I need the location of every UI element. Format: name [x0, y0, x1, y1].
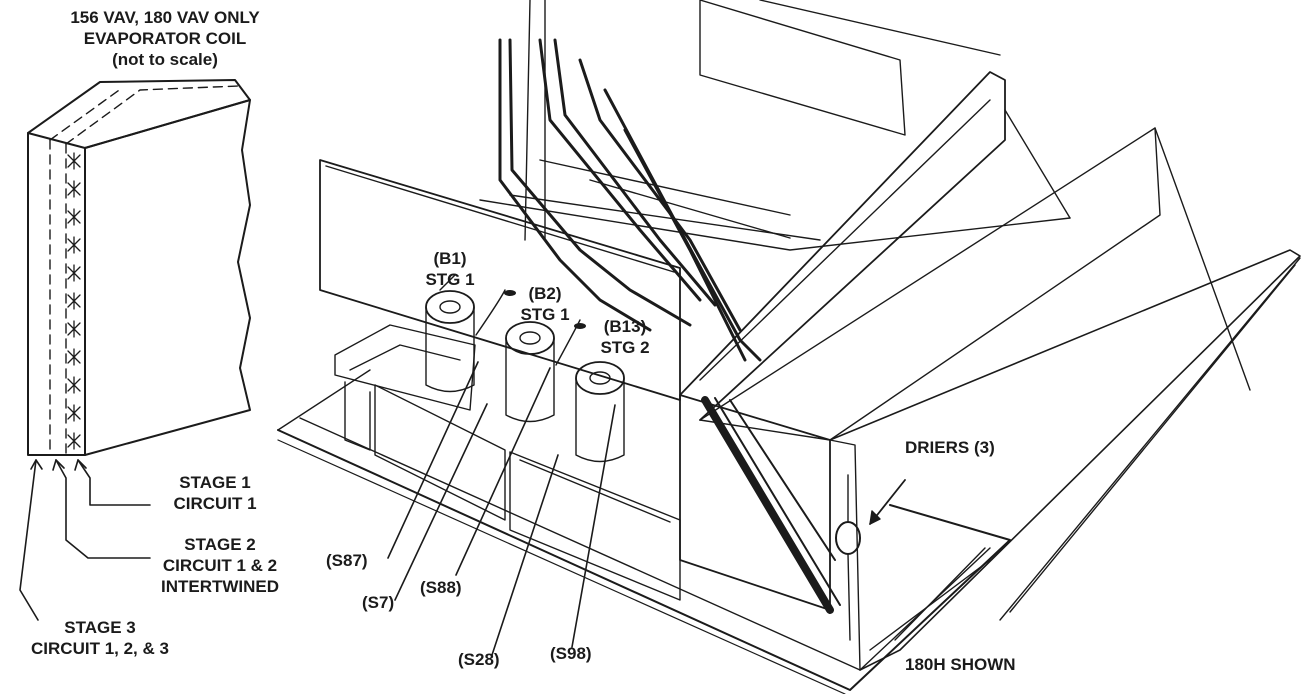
switch-s87-label: (S87) — [326, 551, 368, 570]
compressor-b13-stage: STG 2 — [600, 338, 650, 357]
stage2-note: INTERTWINED — [160, 577, 280, 596]
compressor-b2-stage: STG 1 — [520, 305, 570, 324]
coil-title: 156 VAV, 180 VAV ONLY EVAPORATOR COIL (n… — [0, 7, 330, 70]
refrigerant-piping — [498, 38, 762, 362]
compressor-b2 — [505, 319, 581, 423]
evaporator-coil — [19, 79, 251, 621]
stage3-label: STAGE 3 CIRCUIT 1, 2, & 3 — [0, 617, 200, 659]
compressor-b1-id: (B1) — [433, 249, 467, 268]
stage3-title: STAGE 3 — [64, 618, 136, 637]
stage2-circuit: CIRCUIT 1 & 2 — [162, 556, 278, 575]
compressor-b13-label: (B13) STG 2 — [580, 316, 670, 358]
switch-s28-label: (S28) — [458, 650, 500, 669]
compressor-b2-id: (B2) — [528, 284, 562, 303]
switch-s98-label: (S98) — [550, 644, 592, 663]
stage1-title: STAGE 1 — [179, 473, 251, 492]
compressor-b1-stage: STG 1 — [425, 270, 475, 289]
stage2-label: STAGE 2 CIRCUIT 1 & 2 INTERTWINED — [145, 534, 295, 597]
coil-title-line3: (not to scale) — [112, 50, 218, 69]
coil-title-line2: EVAPORATOR COIL — [83, 29, 247, 48]
compressor-b13 — [575, 361, 625, 463]
stage1-label: STAGE 1 CIRCUIT 1 — [150, 472, 280, 514]
rooftop-unit — [277, 0, 1301, 694]
coil-title-line1: 156 VAV, 180 VAV ONLY — [70, 8, 260, 27]
switch-s7-label: (S7) — [362, 593, 395, 612]
stage2-title: STAGE 2 — [184, 535, 256, 554]
compressor-b13-id: (B13) — [603, 317, 647, 336]
switch-leaders — [387, 361, 616, 656]
coil-leaders — [19, 459, 151, 621]
coil-circuit-marks — [67, 152, 81, 450]
model-note: 180H SHOWN — [905, 655, 1016, 674]
switch-s88-label: (S88) — [420, 578, 462, 597]
compressor-b1-label: (B1) STG 1 — [410, 248, 490, 290]
stage1-circuit: CIRCUIT 1 — [173, 494, 257, 513]
stage3-circuit: CIRCUIT 1, 2, & 3 — [31, 639, 169, 658]
driers-label: DRIERS (3) — [905, 438, 995, 457]
compressor-b1 — [425, 274, 506, 393]
compressor-b2-label: (B2) STG 1 — [505, 283, 585, 325]
